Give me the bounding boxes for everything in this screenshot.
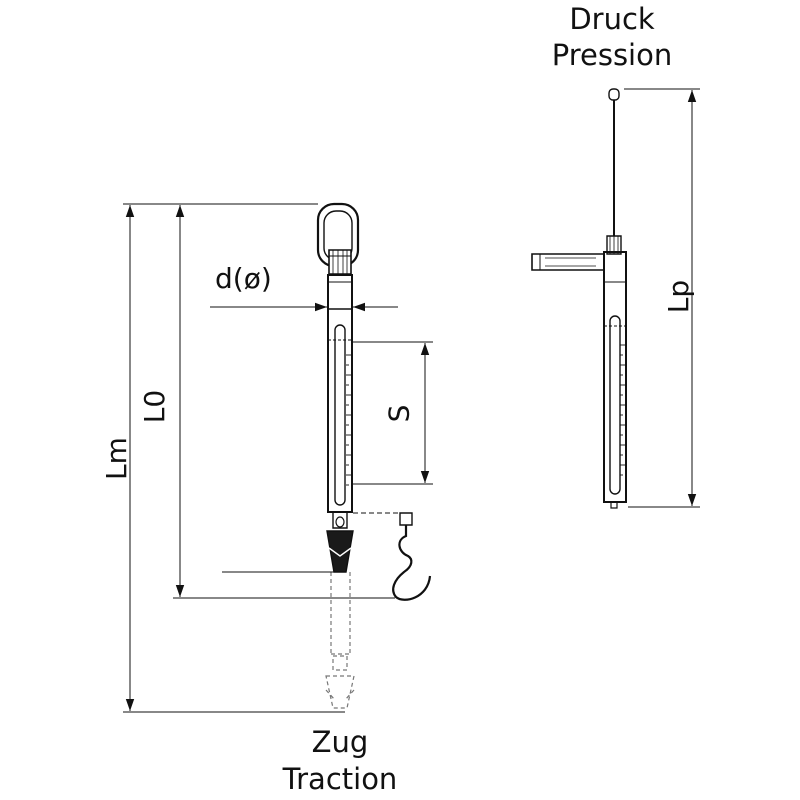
scale-graduations xyxy=(346,355,351,485)
pressure-label-de: Druck xyxy=(569,2,655,36)
scale-tube xyxy=(328,275,352,512)
tension-scale xyxy=(318,204,430,708)
crocodile-clip xyxy=(327,531,353,572)
tension-label-fr: Traction xyxy=(282,762,398,796)
scale-slot xyxy=(335,325,345,505)
pressure-graduations xyxy=(620,345,625,475)
top-nut xyxy=(329,250,351,274)
pressure-tube xyxy=(604,252,626,502)
tension-label-de: Zug xyxy=(311,725,369,759)
diameter-label: d(ø) xyxy=(215,262,272,295)
extended-position-dashed xyxy=(326,572,354,708)
hook xyxy=(353,513,430,600)
pressure-scale xyxy=(532,89,626,508)
side-handle xyxy=(532,254,604,270)
dimension-lines-right xyxy=(624,89,700,507)
dimension-lines-left xyxy=(123,204,433,712)
pressure-label-fr: Pression xyxy=(551,38,673,72)
